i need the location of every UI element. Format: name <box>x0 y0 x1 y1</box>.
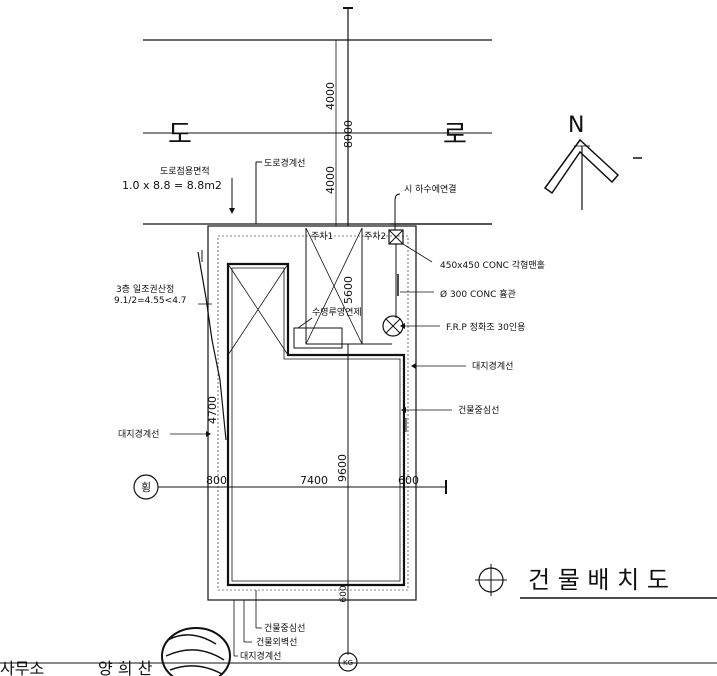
bottom-center-line-label: 건물중심선 <box>264 623 305 634</box>
horizontal-dimension <box>158 480 447 494</box>
bottom-outer-wall-label: 건물외벽선 <box>256 636 297 648</box>
dim-bottom: 600 <box>339 585 349 602</box>
road-area-formula: 1.0 x 8.8 = 8.8m2 <box>122 179 222 192</box>
road-boundary-label: 도로경계선 <box>264 157 305 169</box>
title-symbol-icon <box>475 564 507 596</box>
site-boundary-left-label: 대지경계선 <box>118 428 159 440</box>
dim-left: 4700 <box>206 396 219 424</box>
road-lines <box>143 39 492 225</box>
building-outline <box>226 262 406 587</box>
parking-1-label: 주차1 <box>311 230 333 242</box>
pipe-label: Ø 300 CONC 흄관 <box>440 288 516 300</box>
sewer-connection-label: 시 하수에연결 <box>404 184 457 195</box>
road-area-label: 도로점용면적 <box>160 165 210 177</box>
height-note-2: 9.1/2=4.55<4.7 <box>114 296 187 306</box>
dim-h-right: 600 <box>398 474 419 487</box>
section-marker-icon <box>133 474 159 500</box>
height-note-1: 3층 일조권산정 <box>116 283 174 295</box>
building-center-right-label: 건물중심선 <box>458 405 499 416</box>
road-label-left: 도 <box>168 120 192 150</box>
dim-top-2: 8000 <box>342 120 355 148</box>
dim-center: 9600 <box>336 454 349 482</box>
stamp-seal <box>161 627 231 676</box>
road-dimension <box>335 7 353 226</box>
drawing-title: 건 물 배 치 도 <box>528 566 669 594</box>
site-boundary <box>207 225 417 601</box>
dim-inner: 5600 <box>342 276 355 304</box>
footer-name: 양 희 찬 <box>98 659 153 676</box>
dim-h-center: 7400 <box>300 474 328 487</box>
septic-label: F.R.P 정화조 30인용 <box>446 322 525 333</box>
catch-basin-label: 450x450 CONC 각형맨홀 <box>440 259 545 271</box>
parking-2-label: 주차2 <box>364 230 386 242</box>
section-marker-label: 횡 <box>141 481 151 494</box>
footer-office: 사무소 <box>0 659 44 676</box>
bottom-site-boundary-label: 대지경계선 <box>240 650 281 662</box>
bottom-callouts <box>233 590 262 657</box>
road-label-right: 로 <box>443 120 467 150</box>
parking-area <box>293 227 392 349</box>
dim-h-left: 800 <box>206 474 227 487</box>
dim-top-1: 4000 <box>324 82 337 110</box>
north-label: N <box>568 113 584 138</box>
north-arrow-icon <box>543 138 642 210</box>
bottom-marker-icon <box>338 652 358 672</box>
water-tank-label: 수영루영연제 <box>312 307 362 318</box>
sewer-line <box>388 193 404 318</box>
site-boundary-right-label: 대지경계선 <box>472 360 513 372</box>
dim-top-3: 4000 <box>324 166 337 194</box>
